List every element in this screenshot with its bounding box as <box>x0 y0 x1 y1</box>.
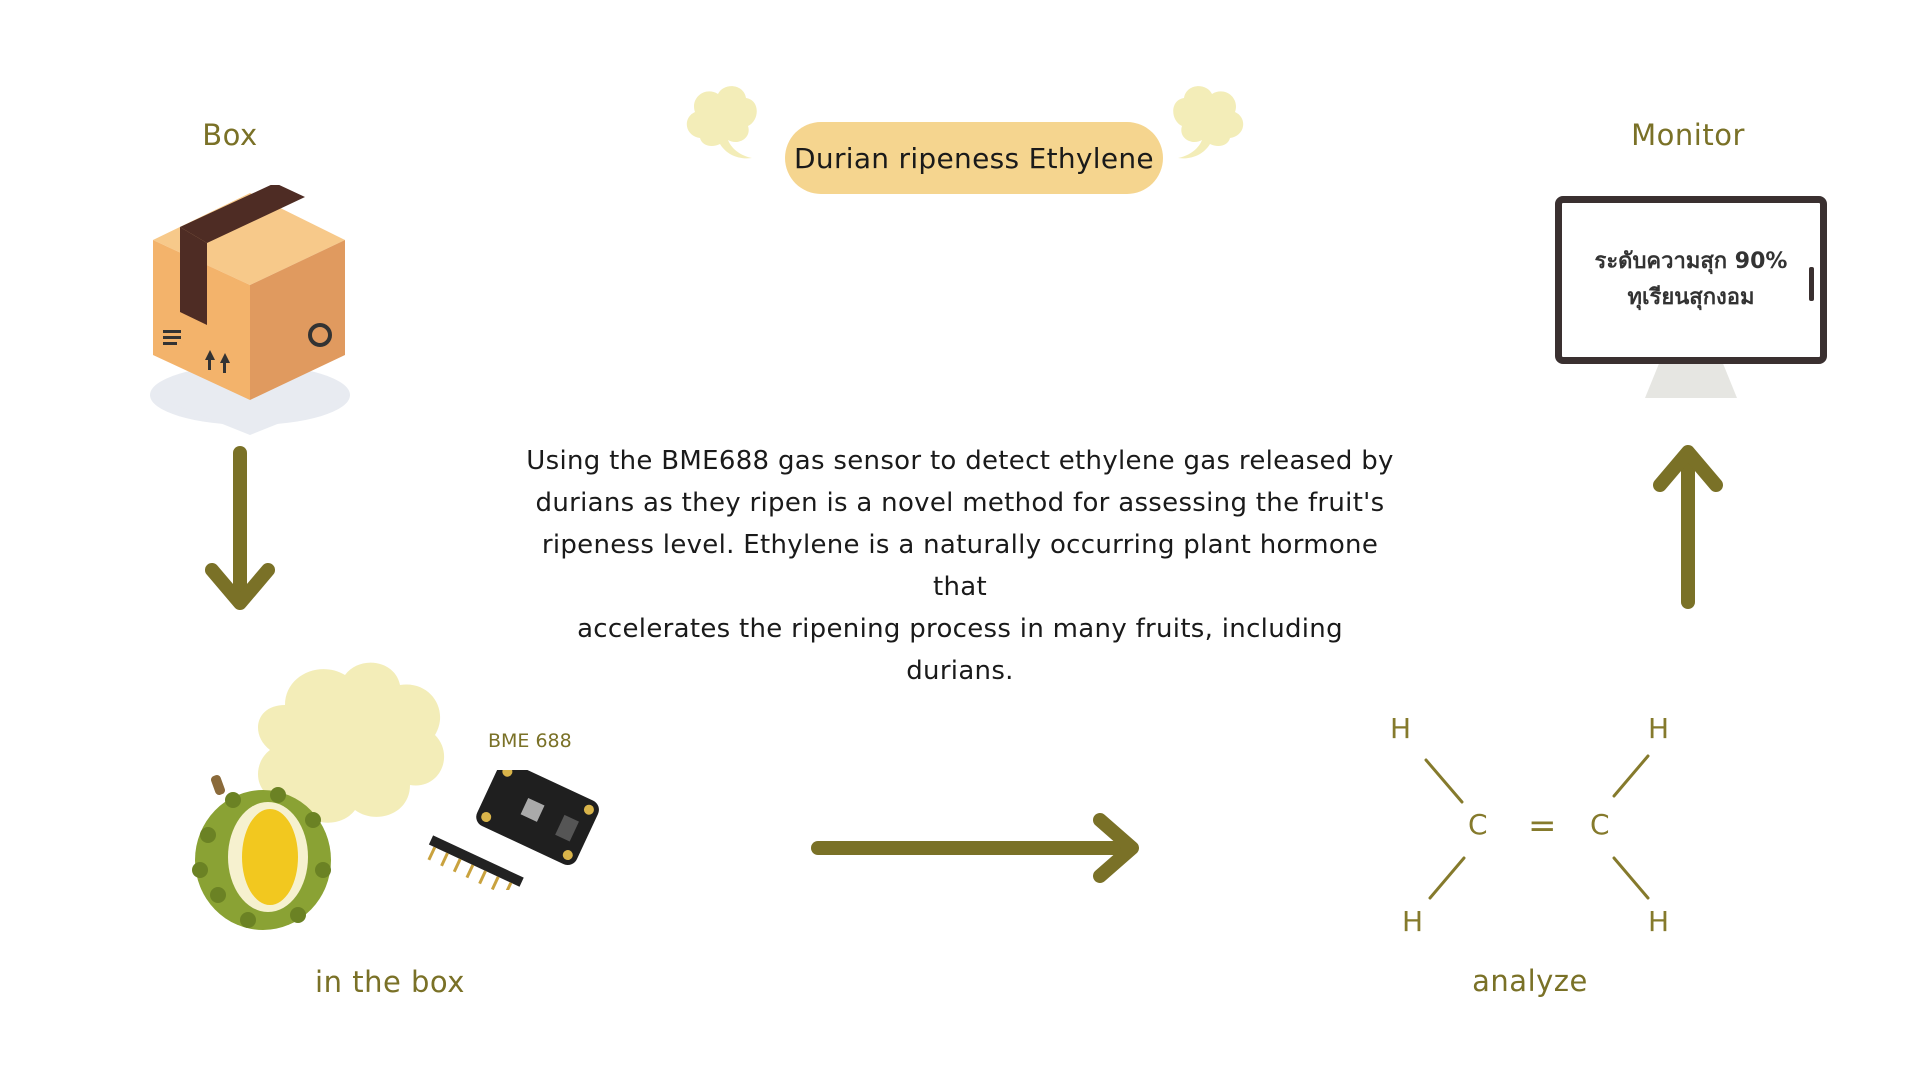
ripeness-level-text: ระดับความสุก 90% <box>1594 249 1788 274</box>
atom-carbon: C <box>1468 808 1488 841</box>
step-label-monitor: Monitor <box>1631 118 1745 152</box>
cloud-right-icon <box>1173 86 1244 159</box>
step-label-box: Box <box>202 118 258 152</box>
sensor-label: BME 688 <box>488 730 572 752</box>
description-line: Using the BME688 gas sensor to detect et… <box>526 446 1394 476</box>
monitor-stand <box>1645 364 1737 398</box>
monitor-display: ระดับความสุก 90% ทุเรียนสุกงอม <box>1555 196 1827 398</box>
atom-carbon: C <box>1590 808 1610 841</box>
step-label-analyze: analyze <box>1472 964 1588 998</box>
atom-hydrogen: H <box>1648 905 1670 938</box>
description-line: durians as they ripen is a novel method … <box>535 488 1385 518</box>
monitor-screen: ระดับความสุก 90% ทุเรียนสุกงอม <box>1555 196 1827 364</box>
step-label-in-box: in the box <box>315 965 465 999</box>
description-line: accelerates the ripening process in many… <box>577 614 1343 686</box>
ripeness-status-text: ทุเรียนสุกงอม <box>1627 285 1755 310</box>
double-bond: = <box>1528 806 1557 846</box>
description-line: ripeness level. Ethylene is a naturally … <box>541 530 1379 602</box>
arrow-up-icon <box>1653 445 1723 609</box>
monitor-scrollbar[interactable] <box>1809 267 1814 301</box>
arrow-right-icon <box>811 813 1139 883</box>
durian-fruit-icon <box>192 775 331 930</box>
bme688-sensor-board-icon <box>427 770 599 890</box>
arrow-down-icon <box>205 446 275 610</box>
description-text: Using the BME688 gas sensor to detect et… <box>520 440 1400 692</box>
atom-hydrogen: H <box>1390 712 1412 745</box>
molecule-bonds <box>1424 754 1650 900</box>
ethylene-gas-cloud-icon <box>258 662 445 823</box>
atom-hydrogen: H <box>1648 712 1670 745</box>
atom-hydrogen: H <box>1402 905 1424 938</box>
diagram-title: Durian ripeness Ethylene <box>785 122 1163 194</box>
cloud-left-icon <box>686 86 757 159</box>
cardboard-box-icon <box>150 185 350 435</box>
